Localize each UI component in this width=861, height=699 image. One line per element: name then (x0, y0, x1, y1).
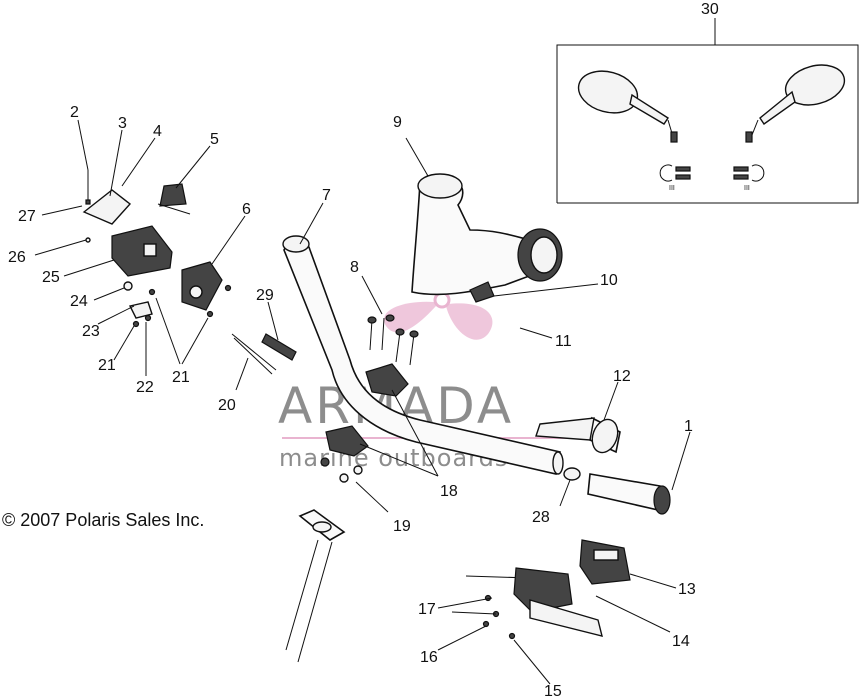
callout-30: 30 (701, 1, 719, 18)
callout-26: 26 (8, 249, 26, 266)
spacer (563, 467, 581, 481)
callout-6: 6 (242, 201, 251, 218)
callout-10: 10 (600, 272, 618, 289)
grip-left-tube (535, 416, 621, 454)
callout-5: 5 (210, 131, 219, 148)
callout-23: 23 (82, 323, 100, 340)
handlebar (282, 235, 564, 475)
callout-21b: 21 (172, 369, 190, 386)
callout-16: 16 (420, 649, 438, 666)
mirror-kit: III III (556, 18, 859, 204)
callout-11: 11 (555, 333, 572, 350)
leader-lines (34, 119, 691, 685)
callout-numbers: 30 2 3 4 5 6 27 26 25 24 23 21 22 21 20 … (8, 1, 719, 699)
callout-3: 3 (118, 115, 127, 132)
callout-1: 1 (684, 418, 693, 435)
callout-7: 7 (322, 187, 331, 204)
throttle-cable (231, 333, 297, 375)
copyright-notice: © 2007 Polaris Sales Inc. (2, 510, 204, 530)
callout-18: 18 (440, 483, 458, 500)
callout-24: 24 (70, 293, 88, 310)
callout-2: 2 (70, 104, 79, 121)
callout-29: 29 (256, 287, 274, 304)
callout-28: 28 (532, 509, 550, 526)
callout-9: 9 (393, 114, 402, 131)
callout-13: 13 (678, 581, 696, 598)
right-mirror-code: III (744, 185, 750, 192)
callout-21a: 21 (98, 357, 116, 374)
callout-22: 22 (136, 379, 154, 396)
callout-12: 12 (613, 368, 631, 385)
left-mirror-code: III (669, 185, 675, 192)
callout-20: 20 (218, 397, 236, 414)
callout-25: 25 (42, 269, 60, 286)
left-switch-assembly (82, 170, 232, 328)
headlight-pod (411, 173, 563, 303)
clamp-nuts (320, 457, 363, 483)
callout-8: 8 (350, 259, 359, 276)
grip-right (587, 473, 671, 515)
callout-27: 27 (18, 208, 36, 225)
clamp-bolts (367, 314, 419, 366)
steering-post (285, 509, 346, 663)
brake-lever-assembly (465, 539, 631, 640)
handlebar-clamps (325, 363, 409, 457)
callout-15: 15 (544, 683, 562, 699)
callout-4: 4 (153, 123, 162, 140)
callout-14: 14 (672, 633, 690, 650)
callout-19: 19 (393, 518, 411, 535)
callout-17: 17 (418, 601, 436, 618)
